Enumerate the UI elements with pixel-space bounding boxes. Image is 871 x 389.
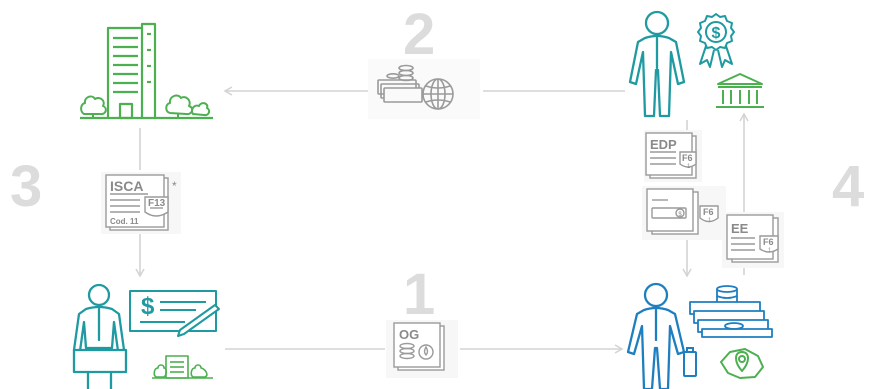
isca-form-label: F13 <box>148 198 166 209</box>
payment-form-label: F6 <box>703 207 714 217</box>
award-dollar-badge-icon: $ <box>698 14 734 67</box>
payment-document: $ F6 1 <box>642 186 726 240</box>
ee-form-label: F6 <box>763 237 774 247</box>
svg-text:$: $ <box>141 293 155 320</box>
ee-title: EE <box>731 221 749 236</box>
bank-icon <box>716 74 764 107</box>
isca-title: ISCA <box>110 178 143 194</box>
office-building-icon <box>80 24 213 118</box>
isca-star: * <box>172 179 177 193</box>
trees-icon <box>81 96 209 118</box>
og-document: OG <box>386 320 458 378</box>
cash-stack-icon <box>690 286 772 337</box>
isca-code: Cod. 11 <box>110 217 139 226</box>
small-building-icon <box>152 356 213 378</box>
og-title: OG <box>399 327 419 342</box>
edp-form-label: F6 <box>682 153 693 163</box>
ee-document: EE F6 1 <box>722 212 784 268</box>
svg-text:$: $ <box>712 25 721 42</box>
isca-document: ISCA * F13 Cod. 11 <box>101 172 181 234</box>
bag-icon <box>684 348 696 376</box>
cheque-icon: $ <box>130 291 219 336</box>
contractor-person-icon <box>74 285 126 389</box>
edp-document: EDP F6 1 <box>644 130 702 182</box>
money-globe-icon <box>368 59 480 119</box>
recipient-person-icon <box>628 284 684 389</box>
location-pin-icon <box>721 349 763 378</box>
edp-title: EDP <box>650 137 677 152</box>
official-person-icon <box>630 12 684 116</box>
